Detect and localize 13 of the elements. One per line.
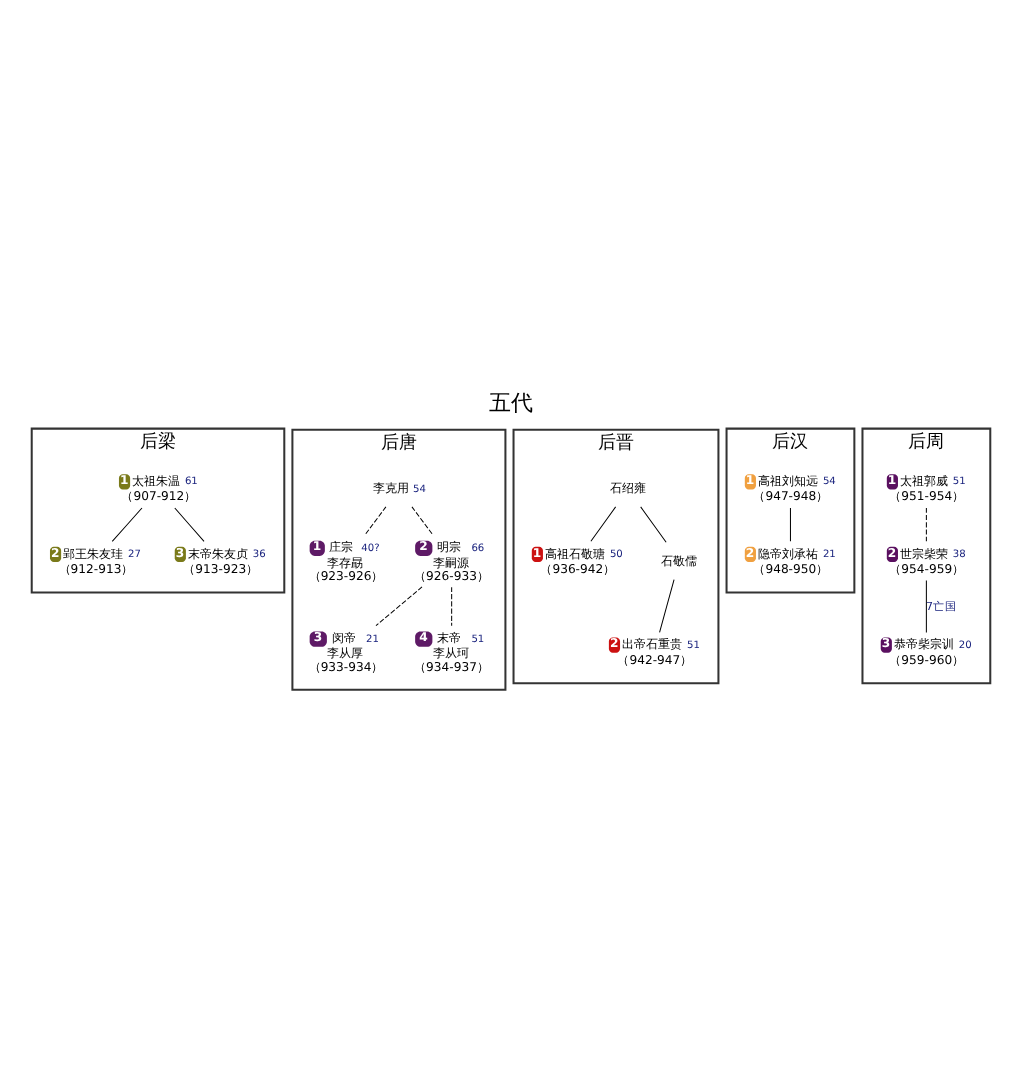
diagram-title: 五代: [488, 389, 532, 416]
connector: [658, 579, 674, 633]
connector: [639, 506, 666, 543]
connector: [924, 579, 926, 633]
connector: [924, 507, 926, 542]
connector: [173, 507, 204, 542]
connector: [410, 506, 433, 536]
connector: [110, 507, 142, 542]
connector: [374, 586, 422, 627]
connector: [363, 506, 386, 536]
connector: [589, 506, 616, 542]
connector: [788, 507, 790, 542]
connector: [450, 586, 452, 627]
